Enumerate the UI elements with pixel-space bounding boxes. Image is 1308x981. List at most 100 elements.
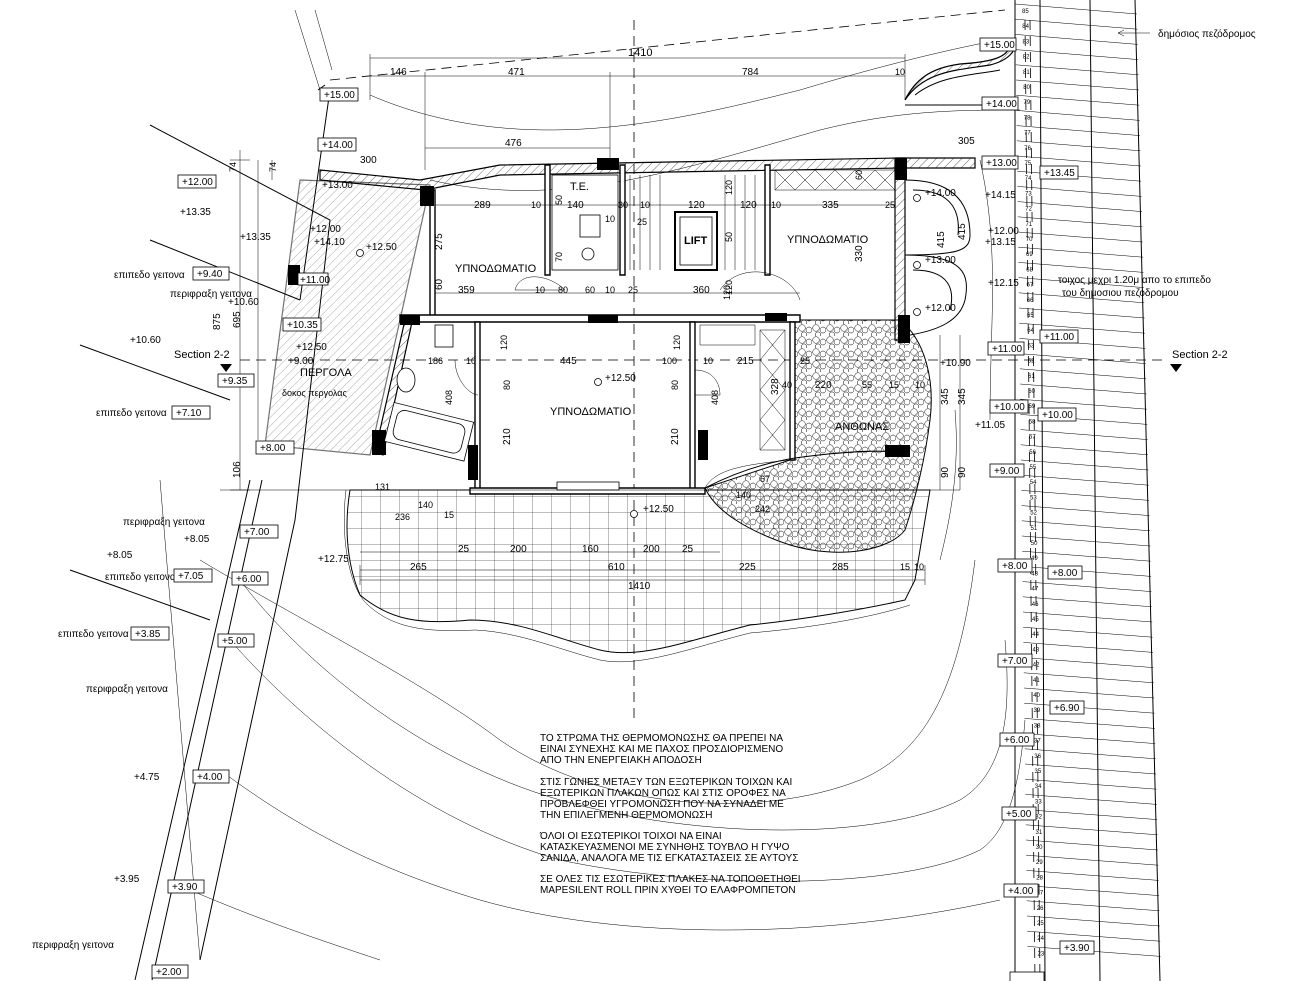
svg-text:236: 236 bbox=[395, 512, 410, 522]
stair-step bbox=[1024, 748, 1156, 760]
stair-step bbox=[1016, 94, 1140, 106]
svg-text:10: 10 bbox=[605, 285, 615, 295]
svg-text:10: 10 bbox=[914, 562, 924, 572]
svg-text:ΤΟ ΣΤΡΩΜΑ ΤΗΣ ΘΕΡΜΟΜΟΝΩΣΗΣ ΘΑ: ΤΟ ΣΤΡΩΜΑ ΤΗΣ ΘΕΡΜΟΜΟΝΩΣΗΣ ΘΑ ΠΡΕΠΕΙ ΝΑ bbox=[540, 733, 783, 744]
svg-text:+12.75: +12.75 bbox=[318, 554, 349, 565]
svg-text:471: 471 bbox=[508, 67, 525, 78]
svg-text:+12.50: +12.50 bbox=[605, 373, 636, 384]
svg-text:+11.00: +11.00 bbox=[300, 275, 331, 286]
stair-step bbox=[1016, 155, 1141, 167]
stair-step bbox=[1023, 626, 1153, 638]
building bbox=[288, 44, 1016, 495]
svg-text:+10.00: +10.00 bbox=[1042, 410, 1073, 421]
stair-step bbox=[1022, 611, 1153, 623]
svg-text:210: 210 bbox=[502, 428, 513, 445]
pergola-beam-label: δοκος περγολας bbox=[282, 388, 347, 398]
stair-step bbox=[1021, 505, 1150, 516]
svg-text:25: 25 bbox=[800, 356, 810, 366]
neighbor-level-2: επιπεδο γειτονα bbox=[96, 408, 167, 419]
stair-step-number: 71 bbox=[1026, 222, 1033, 228]
stair-step-number: 35 bbox=[1035, 769, 1042, 775]
stair-step bbox=[1018, 292, 1145, 304]
stair-step bbox=[1026, 915, 1160, 927]
svg-text:55: 55 bbox=[862, 380, 872, 390]
stair-step-number: 30 bbox=[1036, 845, 1043, 851]
stair-step-number: 64 bbox=[1027, 328, 1034, 334]
svg-text:MAPESILENT ROLL ΠΡΙΝ ΧΥΘΕΙ ΤΟ: MAPESILENT ROLL ΠΡΙΝ ΧΥΘΕΙ ΤΟ ΕΛΑΦΡΟΜΠΕΤ… bbox=[540, 885, 796, 896]
stair-step-number: 55 bbox=[1030, 465, 1037, 471]
stair-step bbox=[1016, 140, 1141, 152]
svg-text:345: 345 bbox=[957, 388, 968, 405]
svg-text:200: 200 bbox=[643, 544, 660, 555]
svg-text:+5.00: +5.00 bbox=[222, 636, 248, 647]
stair-step-number: 37 bbox=[1034, 739, 1041, 745]
svg-text:1410: 1410 bbox=[628, 581, 651, 592]
svg-text:ΣΑΝΙΔΑ, ΑΝΑΛΟΓΑ ΜΕ ΤΙΣ ΕΓΚΑΤΑΣ: ΣΑΝΙΔΑ, ΑΝΑΛΟΓΑ ΜΕ ΤΙΣ ΕΓΚΑΤΑΣΤΑΣΕΙΣ ΣΕ … bbox=[540, 853, 798, 864]
stair-step bbox=[1020, 429, 1148, 440]
stair-step-number: 43 bbox=[1033, 647, 1040, 653]
svg-text:285: 285 bbox=[832, 562, 849, 573]
svg-text:+13.00: +13.00 bbox=[322, 180, 353, 191]
stair-step bbox=[1023, 642, 1153, 653]
svg-text:+10.90: +10.90 bbox=[940, 358, 971, 369]
svg-text:25: 25 bbox=[885, 200, 895, 210]
stair-step bbox=[1023, 657, 1154, 668]
svg-text:+10.60: +10.60 bbox=[228, 297, 259, 308]
svg-text:25: 25 bbox=[682, 544, 694, 555]
svg-text:+9.35: +9.35 bbox=[222, 376, 248, 387]
stair-step bbox=[1023, 687, 1155, 699]
room-bedroom-2: ΥΠΝΟΔΩΜΑΤΙΟ bbox=[787, 234, 869, 246]
svg-text:+7.10: +7.10 bbox=[176, 408, 202, 419]
stair-step-number: 65 bbox=[1027, 313, 1034, 319]
stair-step-number: 51 bbox=[1031, 526, 1038, 532]
svg-text:90: 90 bbox=[957, 466, 968, 478]
svg-text:345: 345 bbox=[940, 388, 951, 405]
svg-text:784: 784 bbox=[742, 67, 759, 78]
svg-text:610: 610 bbox=[608, 562, 625, 573]
neighbor-fence-2: περιφραξη γειτονα bbox=[123, 517, 205, 528]
stair-step-number: 32 bbox=[1035, 815, 1042, 821]
stair-step bbox=[1020, 398, 1147, 410]
svg-text:+4.00: +4.00 bbox=[1008, 886, 1034, 897]
svg-text:10: 10 bbox=[895, 67, 905, 77]
stair-step-number: 40 bbox=[1033, 693, 1040, 699]
stair-step bbox=[1018, 262, 1144, 273]
stair-step-number: 49 bbox=[1031, 556, 1038, 562]
svg-text:+9.00: +9.00 bbox=[994, 466, 1020, 477]
public-street-label: δημόσιος πεζόδρομος bbox=[1158, 28, 1256, 40]
stair-step bbox=[1019, 383, 1147, 395]
stair-step bbox=[1026, 870, 1159, 881]
stair-step bbox=[1025, 794, 1157, 805]
neighbor-fence-4: περιφραξη γειτονα bbox=[32, 940, 114, 951]
stair-step bbox=[1022, 566, 1152, 577]
svg-text:140: 140 bbox=[567, 200, 584, 211]
svg-text:10: 10 bbox=[466, 356, 476, 366]
svg-text:+14.15: +14.15 bbox=[985, 190, 1016, 201]
svg-text:+7.05: +7.05 bbox=[178, 571, 204, 582]
stair-step-number: 41 bbox=[1033, 678, 1040, 684]
svg-text:+4.75: +4.75 bbox=[134, 772, 160, 783]
svg-text:+13.35: +13.35 bbox=[240, 232, 271, 243]
stair-step-number: 76 bbox=[1024, 146, 1031, 152]
svg-text:120: 120 bbox=[499, 335, 509, 350]
stair-step-number: 23 bbox=[1038, 951, 1045, 957]
stair-step bbox=[1020, 459, 1149, 471]
svg-text:106: 106 bbox=[232, 461, 243, 478]
neighbor-level-1: επιπεδο γειτονα bbox=[114, 270, 185, 281]
stair-step bbox=[1017, 170, 1142, 182]
stair-step bbox=[1017, 201, 1142, 212]
svg-text:80: 80 bbox=[670, 380, 680, 390]
stair-step-number: 24 bbox=[1037, 936, 1044, 942]
svg-text:ΣΕ ΟΛΕΣ ΤΙΣ ΕΣΩΤΕΡΙΚΕΣ ΠΛΑΚΕΣ: ΣΕ ΟΛΕΣ ΤΙΣ ΕΣΩΤΕΡΙΚΕΣ ΠΛΑΚΕΣ ΝΑ ΤΟΠΟΘΕΤ… bbox=[540, 874, 801, 885]
stair-step-number: 67 bbox=[1027, 283, 1034, 289]
stair-step bbox=[1022, 581, 1152, 592]
construction-notes: ΤΟ ΣΤΡΩΜΑ ΤΗΣ ΘΕΡΜΟΜΟΝΩΣΗΣ ΘΑ ΠΡΕΠΕΙ ΝΑ … bbox=[539, 733, 801, 896]
svg-text:+15.00: +15.00 bbox=[984, 40, 1015, 51]
svg-text:+12.00: +12.00 bbox=[925, 303, 956, 314]
stair-step-number: 46 bbox=[1032, 602, 1039, 608]
svg-text:+12.00: +12.00 bbox=[310, 224, 341, 235]
stair-step-number: 81 bbox=[1023, 70, 1030, 76]
svg-text:140: 140 bbox=[418, 500, 433, 510]
svg-text:120: 120 bbox=[724, 180, 734, 195]
